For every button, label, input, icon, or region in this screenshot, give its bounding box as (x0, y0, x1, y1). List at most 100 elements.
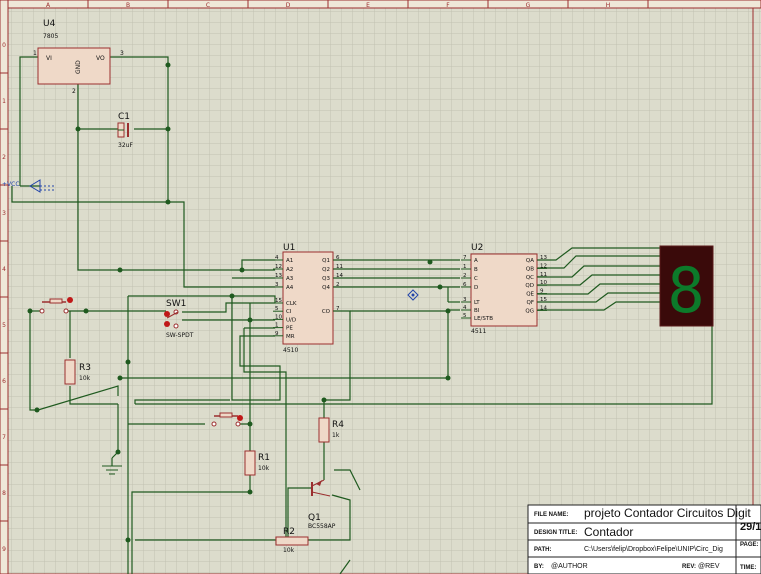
u4-pin-vi: VI (46, 55, 52, 62)
vcc-label: +VCC (2, 181, 20, 188)
pin-number: 11 (540, 272, 547, 278)
pin-name: LT (474, 300, 480, 306)
resistor-r1[interactable]: R1 10k (244, 450, 270, 476)
capacitor-c1[interactable]: C1 32uF (117, 112, 133, 149)
pin-name: MR (286, 334, 295, 340)
pin-name: CI (286, 309, 292, 315)
pin-name: CLK (286, 301, 297, 307)
title-block: FILE NAME: projeto Contador Circuitos Di… (527, 504, 761, 574)
ruler-column-label: G (526, 2, 531, 9)
pin-name: Q3 (322, 276, 330, 282)
r4-ref: R4 (332, 420, 344, 430)
pin-name: CO (322, 309, 331, 315)
c1-value: 32uF (118, 142, 133, 149)
u1-part: 4510 (283, 347, 298, 354)
pin-name: QF (527, 300, 535, 306)
ruler-column-label: F (446, 2, 450, 9)
rev-label: REV: (682, 564, 696, 570)
pin-number: 15 (540, 297, 547, 303)
u4-pin1: 1 (33, 50, 37, 57)
c1-ref: C1 (118, 112, 130, 122)
ruler-column-label: H (606, 2, 611, 9)
u4-part: 7805 (43, 33, 58, 40)
r4-value: 1k (332, 432, 340, 439)
pin-name: PE (286, 326, 293, 332)
pin-number: 13 (275, 273, 282, 279)
pin-name: C (474, 276, 478, 282)
ruler-row-label: 6 (2, 378, 6, 385)
probe-marker-icon[interactable] (407, 289, 419, 301)
pin-number: 2 (336, 282, 340, 288)
u4-ref: U4 (43, 19, 56, 29)
r2-ref: R2 (283, 527, 295, 537)
pin-name: Q4 (322, 285, 330, 291)
regulator-u4[interactable]: U4 7805 VI VO GND 1 2 3 (33, 19, 124, 95)
u2-ref: U2 (471, 243, 483, 253)
pin-number: 1 (463, 264, 467, 270)
pushbutton-reset[interactable] (211, 412, 243, 427)
ruler-row-label: 3 (2, 210, 6, 217)
pin-name: A (474, 258, 478, 264)
pin-name: QA (526, 258, 534, 264)
pin-number: 2 (463, 273, 467, 279)
design-title-value: Contador (584, 525, 633, 539)
ruler-row-label: 2 (2, 154, 6, 161)
pin-name: A3 (286, 276, 294, 282)
ruler-row-label: 9 (2, 546, 6, 553)
rev-value: @REV (698, 563, 720, 570)
pin-number: 5 (463, 313, 467, 319)
pin-number: 13 (540, 255, 547, 261)
r3-value: 10k (79, 375, 91, 382)
switch-sw1[interactable]: SW1 SW-SPDT (164, 299, 194, 339)
pin-name: Q2 (322, 267, 330, 273)
pin-number: 14 (540, 305, 547, 311)
file-name-value: projeto Contador Circuitos Digit (584, 506, 751, 520)
pin-name: QE (526, 292, 534, 298)
pin-name: LE/STB (474, 316, 493, 322)
resistor-r4[interactable]: R4 1k (318, 417, 344, 443)
resistor-r3[interactable]: R3 10k (64, 359, 91, 385)
r3-ref: R3 (79, 363, 91, 373)
pin-name: U/D (286, 317, 296, 323)
wires (11, 56, 713, 574)
pin-number: 1 (275, 323, 279, 329)
ruler-column-label: A (46, 2, 51, 9)
by-value: @AUTHOR (551, 563, 588, 570)
design-title-label: DESIGN TITLE: (534, 530, 577, 536)
time-label: TIME: (740, 565, 756, 571)
resistor-r2[interactable]: R2 10k (275, 527, 309, 554)
u1-ref: U1 (283, 243, 295, 253)
sw1-part: SW-SPDT (166, 332, 194, 339)
pin-name: QD (525, 283, 534, 289)
u2-part: 4511 (471, 328, 486, 335)
pin-number: 4 (463, 305, 467, 311)
ground-symbol (102, 458, 122, 475)
ruler-column-label: B (126, 2, 130, 9)
seven-segment-display[interactable]: 8 (659, 245, 714, 327)
pin-number: 7 (336, 306, 340, 312)
pin-number: 6 (463, 282, 467, 288)
u4-pin-gnd: GND (75, 60, 82, 74)
pin-name: Q1 (322, 258, 330, 264)
transistor-q1[interactable]: Q1 BC558AP (308, 479, 336, 530)
sheet-border (7, 7, 754, 574)
ruler-row-label: 4 (2, 266, 6, 273)
pin-number: 14 (336, 273, 343, 279)
ruler-row-label: 1 (2, 98, 6, 105)
ruler-row-label: 7 (2, 434, 6, 441)
vcc-terminal[interactable]: +VCC (2, 179, 54, 193)
pin-number: 5 (275, 306, 279, 312)
ruler-column-label: D (286, 2, 291, 9)
pin-name: QB (526, 266, 534, 272)
junctions (27, 62, 451, 543)
by-label: BY: (534, 564, 544, 570)
pushbutton-clock[interactable] (39, 297, 73, 314)
u4-pin3: 3 (120, 50, 124, 57)
